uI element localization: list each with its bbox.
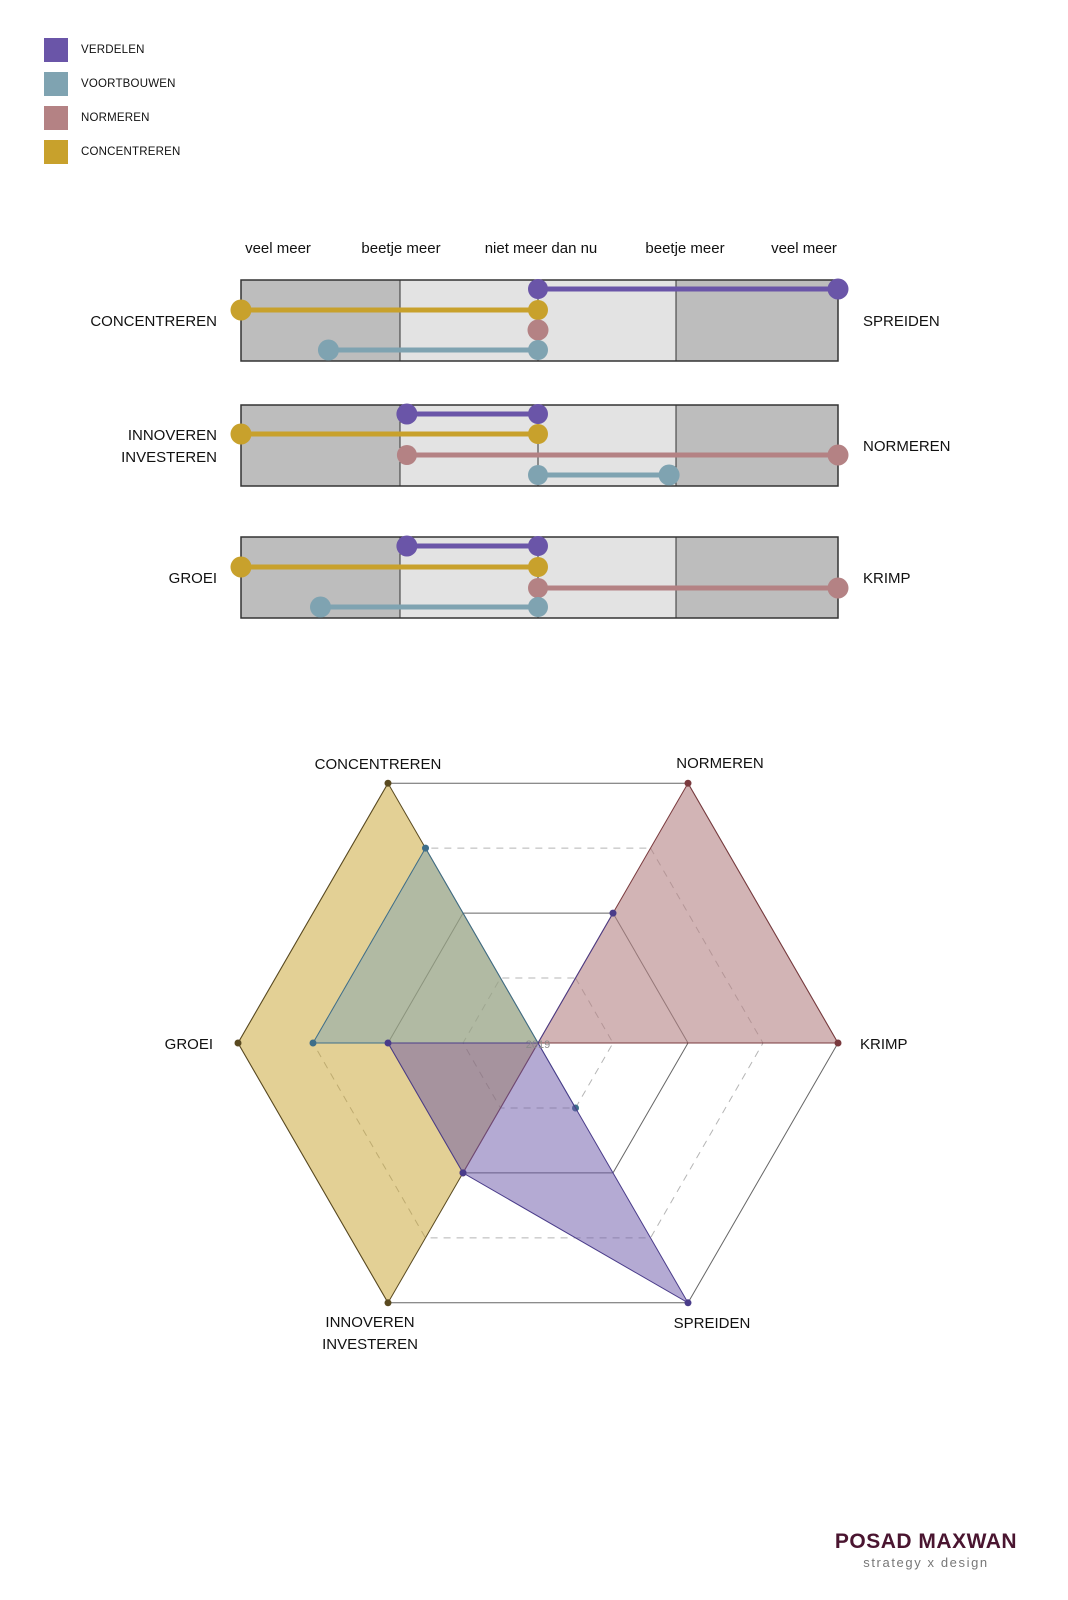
radar-axis-label-normeren: NORMEREN [676,755,764,772]
legend-label-normeren: NORMEREN [81,112,150,124]
scale-band [676,537,838,618]
dumbbell-end-concentreren [230,556,252,578]
brand-name: POSAD MAXWAN [834,1530,1018,1553]
dumbbell-end-verdelen [396,535,418,557]
dumbbell-end-voortbouwen [317,339,339,361]
radar-axis-label-groei: GROEI [165,1036,213,1053]
radar-point-concentreren [384,1299,392,1307]
scale-band [676,405,838,486]
left-axis-label: CONCENTREREN [90,313,217,330]
brand-logo: POSAD MAXWAN strategy x design [810,1530,1042,1570]
radar-axis-label-krimp: KRIMP [860,1036,908,1053]
left-axis-label: GROEI [169,570,217,587]
dumbbell-start-verdelen [528,536,548,556]
legend-item-normeren: NORMEREN [44,106,264,130]
dumbbell-end-normeren [827,444,849,466]
radar-point-concentreren [384,779,392,787]
radar-axis-label-concentreren: CONCENTREREN [315,756,442,773]
scale-label: veel meer [245,240,311,257]
legend-swatch-normeren [44,106,68,130]
dumbbell-start-concentreren [528,300,548,320]
radar-point-voortbouwen [309,1039,317,1047]
dumbbell-end-voortbouwen [658,464,680,486]
right-axis-label: KRIMP [863,570,911,587]
dumbbell-row: GROEI KRIMP [169,535,911,619]
scale-band [676,280,838,361]
radar-point-verdelen [609,909,617,917]
right-axis-label: SPREIDEN [863,313,940,330]
dumbbell-end-normeren [827,577,849,599]
radar-point-concentreren [234,1039,242,1047]
right-axis-label: NORMEREN [863,438,951,455]
dumbbell-end-concentreren [230,423,252,445]
scale-label: beetje meer [361,240,440,257]
radar-point-verdelen [384,1039,392,1047]
scale-label: niet meer dan nu [485,240,598,257]
radar-point-verdelen [684,1299,692,1307]
dumbbell-end-normeren [527,319,549,341]
legend-item-concentreren: CONCENTREREN [44,140,264,164]
dumbbell-end-concentreren [230,299,252,321]
dumbbell-start-concentreren [528,424,548,444]
legend-label-concentreren: CONCENTREREN [81,146,181,158]
dumbbell-start-verdelen [528,404,548,424]
scale-label: beetje meer [645,240,724,257]
dumbbell-start-verdelen [528,279,548,299]
legend-item-verdelen: VERDELEN [44,38,264,62]
scale-label: veel meer [771,240,837,257]
dumbbell-start-voortbouwen [528,597,548,617]
dumbbell-end-verdelen [827,278,849,300]
radar-center-label: 2019 [526,1039,550,1051]
dumbbell-end-voortbouwen [310,596,331,618]
legend-swatch-concentreren [44,140,68,164]
scale-band [241,405,400,486]
legend-swatch-voortbouwen [44,72,68,96]
radar-axis-label-spreiden: SPREIDEN [674,1315,751,1332]
dumbbell-row: CONCENTREREN SPREIDEN [90,278,940,362]
legend-label-verdelen: VERDELEN [81,44,145,56]
radar-point-normeren [684,779,692,787]
radar-point-normeren [834,1039,842,1047]
dumbbell-chart: veel meer beetje meer niet meer dan nu beet… [90,240,951,619]
dumbbell-start-voortbouwen [528,340,548,360]
dumbbell-start-voortbouwen [528,465,548,485]
legend-label-voortbouwen: VOORTBOUWEN [81,78,176,90]
dumbbell-end-verdelen [396,403,418,425]
legend-item-voortbouwen: VOORTBOUWEN [44,72,264,96]
legend-swatch-verdelen [44,38,68,62]
dumbbell-start-normeren [396,445,417,465]
brand-tagline: strategy x design [863,1555,989,1570]
dumbbell-start-normeren [528,578,548,598]
radar-point-verdelen [459,1169,467,1177]
radar-point-voortbouwen [422,844,429,852]
dumbbell-start-concentreren [528,557,548,577]
